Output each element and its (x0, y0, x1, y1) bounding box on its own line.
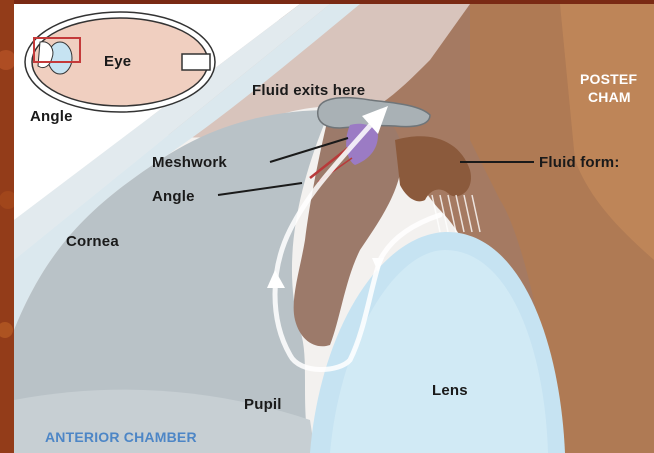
label-fluid-forms: Fluid form: (539, 154, 620, 171)
label-posterior-line2: CHAM (588, 88, 631, 106)
label-meshwork: Meshwork (152, 154, 227, 171)
label-lens: Lens (432, 382, 468, 399)
label-pupil: Pupil (244, 396, 282, 413)
illustration-panel (14, 4, 654, 453)
label-anterior-chamber: ANTERIOR CHAMBER (45, 429, 197, 445)
label-angle-inset: Angle (30, 108, 73, 125)
label-angle: Angle (152, 188, 195, 205)
label-eye: Eye (104, 53, 131, 70)
label-posterior-line1: POSTEF (580, 70, 637, 88)
label-fluid-exits: Fluid exits here (252, 82, 365, 99)
label-cornea: Cornea (66, 233, 119, 250)
